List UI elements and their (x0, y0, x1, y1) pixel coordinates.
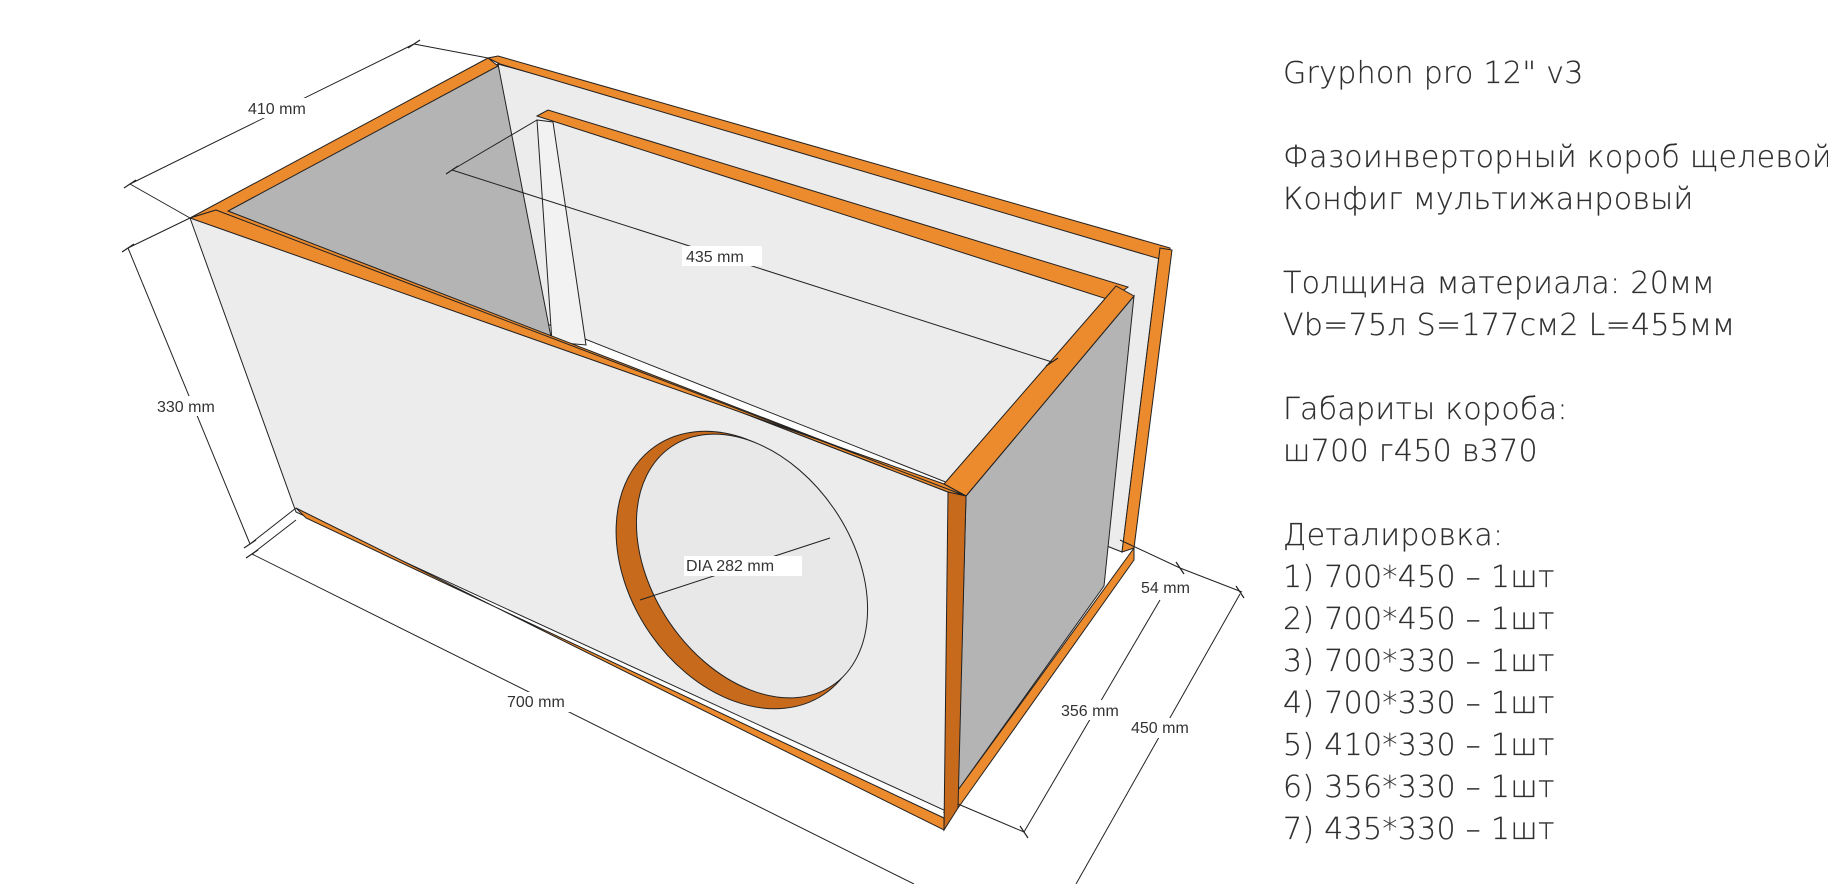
svg-text:435 mm: 435 mm (686, 249, 744, 266)
dim-label-356: 356 mm (1058, 700, 1138, 720)
svg-text:700 mm: 700 mm (507, 694, 565, 711)
spec-title: Gryphon pro 12" v3 (1283, 56, 1584, 91)
part-item: 1) 700*450 – 1шт (1283, 560, 1555, 595)
dim-label-410: 410 mm (244, 98, 324, 118)
svg-text:410 mm: 410 mm (248, 101, 306, 118)
dimension-ticks (121, 39, 1245, 839)
dim-label-435: 435 mm (682, 246, 762, 266)
divider-top-edge (535, 109, 1130, 301)
dim-label-dia: DIA 282 mm (684, 556, 802, 576)
spec-size-values: ш700 г450 в370 (1283, 434, 1538, 469)
part-item: 6) 356*330 – 1шт (1283, 770, 1555, 805)
dim-label-54: 54 mm (1138, 578, 1204, 598)
spec-size-heading: Габариты короба: (1283, 392, 1568, 427)
part-item: 2) 700*450 – 1шт (1283, 602, 1555, 637)
svg-text:356 mm: 356 mm (1061, 703, 1119, 720)
front-bottom-edge (295, 507, 945, 831)
spec-type-line-2: Конфиг мультижанровый (1283, 182, 1694, 217)
spec-material: Толщина материала: 20мм (1283, 266, 1715, 301)
dim-label-700: 700 mm (504, 692, 584, 712)
port-slot (536, 119, 587, 346)
subwoofer-box-drawing: 410 mm 435 mm 330 mm 700 mm DIA 282 mm 5… (121, 39, 1245, 884)
svg-text:330 mm: 330 mm (157, 399, 215, 416)
part-item: 7) 435*330 – 1шт (1283, 812, 1555, 847)
svg-text:54 mm: 54 mm (1141, 580, 1190, 597)
spec-type-line-1: Фазоинверторный короб щелевой (1283, 140, 1828, 175)
spec-params: Vb=75л S=177см2 L=455мм (1283, 308, 1736, 343)
part-item: 5) 410*330 – 1шт (1283, 728, 1555, 763)
dim-label-450: 450 mm (1128, 718, 1208, 738)
svg-text:DIA 282 mm: DIA 282 mm (686, 558, 774, 575)
spec-panel: Gryphon pro 12" v3 Фазоинверторный короб… (1283, 53, 1828, 851)
spec-parts-heading: Деталировка: (1283, 518, 1504, 553)
dim-label-330: 330 mm (154, 396, 234, 416)
front-right-edge (943, 491, 967, 832)
part-item: 4) 700*330 – 1шт (1283, 686, 1555, 721)
svg-text:450 mm: 450 mm (1131, 720, 1189, 737)
part-item: 3) 700*330 – 1шт (1283, 644, 1555, 679)
